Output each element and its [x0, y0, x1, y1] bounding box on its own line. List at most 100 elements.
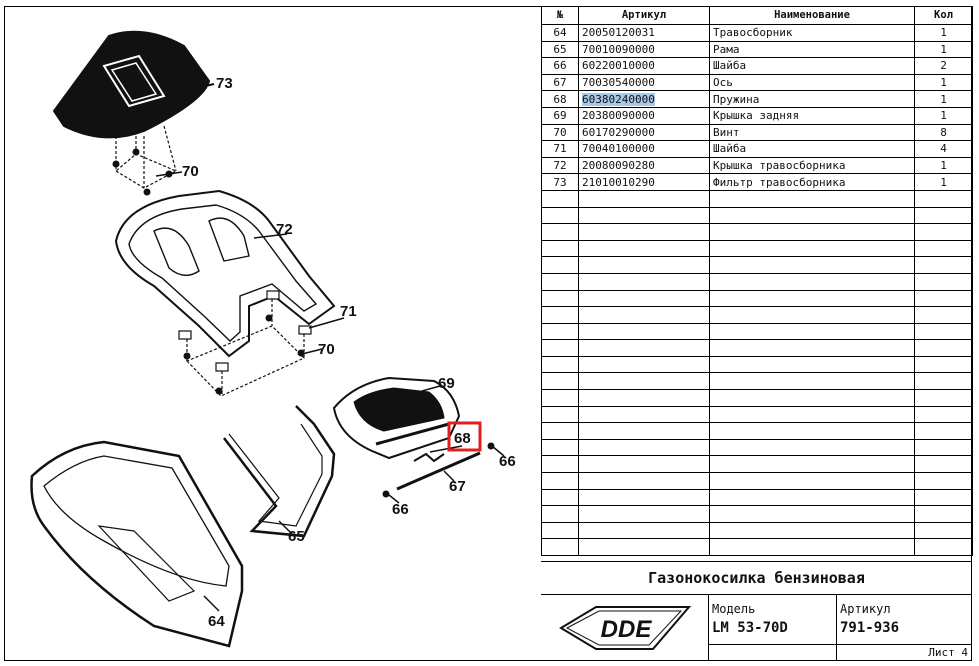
empty-cell [709, 272, 915, 291]
empty-cell [709, 206, 915, 225]
row-article: 20050120031 [578, 24, 710, 42]
callout-69: 69 [438, 375, 455, 392]
empty-table-row [541, 472, 973, 490]
empty-cell [541, 256, 579, 274]
empty-cell [914, 289, 973, 308]
empty-table-row [541, 339, 973, 357]
empty-cell [578, 289, 710, 308]
empty-cell [578, 389, 710, 407]
empty-cell [541, 306, 579, 324]
row-no: 72 [541, 156, 579, 175]
row-qty: 1 [914, 173, 973, 191]
row-no: 69 [541, 106, 579, 125]
empty-cell [914, 272, 973, 291]
empty-table-row [541, 239, 973, 258]
row-name-text: Шайба [713, 59, 747, 73]
row-name-text: Крышка травосборника [713, 159, 846, 173]
empty-cell [578, 472, 710, 490]
empty-table-row [541, 306, 973, 324]
part-69-rear-cover [332, 376, 461, 460]
empty-cell [541, 189, 579, 208]
row-qty-text: 2 [940, 59, 947, 73]
row-no-text: 73 [553, 175, 567, 189]
empty-cell [914, 455, 973, 474]
empty-cell [709, 505, 915, 523]
part-65-frame [223, 405, 336, 538]
row-name-text: Шайба [713, 142, 747, 156]
empty-cell [578, 405, 710, 424]
row-name-text: Фильтр травосборника [713, 175, 846, 189]
callout-66-left: 66 [392, 501, 409, 518]
part-73-filter [52, 30, 215, 139]
empty-cell [578, 272, 710, 291]
part-67-axle [396, 451, 481, 491]
callout-65: 65 [288, 528, 305, 545]
empty-cell [709, 322, 915, 341]
row-qty-text: 1 [940, 159, 947, 173]
empty-table-row [541, 289, 973, 308]
row-name: Крышка задняя [709, 106, 915, 125]
row-no: 66 [541, 57, 579, 75]
row-qty-text: 8 [940, 125, 947, 139]
row-qty: 1 [914, 106, 973, 125]
row-qty: 1 [914, 73, 973, 92]
row-no-text: 64 [553, 26, 567, 40]
callout-71: 71 [340, 303, 357, 320]
row-name: Рама [709, 40, 915, 59]
empty-cell [578, 322, 710, 341]
empty-cell [541, 239, 579, 258]
row-name-text: Пружина [713, 92, 760, 106]
empty-cell [541, 422, 579, 440]
empty-table-row [541, 505, 973, 523]
row-no-text: 65 [553, 42, 567, 56]
table-header-row: № Артикул Наименование Кол [541, 6, 973, 25]
callout-70-top: 70 [182, 163, 199, 180]
product-title: Газонокосилка бензиновая [541, 562, 972, 595]
empty-cell [578, 355, 710, 374]
row-no: 68 [541, 90, 579, 108]
empty-cell [578, 372, 710, 391]
part-64-grass-bag [30, 440, 244, 648]
empty-cell [578, 306, 710, 324]
empty-cell [541, 289, 579, 308]
empty-cell [541, 455, 579, 474]
row-no-text: 71 [553, 142, 567, 156]
row-article-text: 70010090000 [582, 42, 655, 56]
row-name: Винт [709, 123, 915, 142]
row-article: 70030540000 [578, 73, 710, 92]
row-qty: 2 [914, 57, 973, 75]
empty-cell [709, 488, 915, 507]
row-article-text: 60220010000 [582, 59, 655, 73]
row-article: 21010010290 [578, 173, 710, 191]
empty-table-row [541, 438, 973, 457]
empty-cell [709, 538, 915, 556]
empty-cell [578, 223, 710, 241]
callout-67: 67 [449, 478, 466, 495]
empty-cell [709, 355, 915, 374]
empty-cell [541, 521, 579, 540]
empty-cell [578, 422, 710, 440]
row-qty-text: 4 [940, 142, 947, 156]
empty-cell [914, 521, 973, 540]
row-name: Шайба [709, 140, 915, 158]
row-qty: 1 [914, 24, 973, 42]
empty-cell [578, 505, 710, 523]
empty-cell [578, 521, 710, 540]
empty-table-row [541, 372, 973, 391]
highlight-box [447, 421, 482, 452]
empty-cell [709, 339, 915, 357]
empty-cell [709, 438, 915, 457]
empty-cell [541, 339, 579, 357]
empty-cell [709, 223, 915, 241]
row-no: 70 [541, 123, 579, 142]
empty-table-row [541, 488, 973, 507]
empty-cell [578, 455, 710, 474]
row-qty-text: 1 [940, 42, 947, 56]
row-article-text: 60170290000 [582, 125, 655, 139]
row-article-text: 20050120031 [582, 26, 655, 40]
